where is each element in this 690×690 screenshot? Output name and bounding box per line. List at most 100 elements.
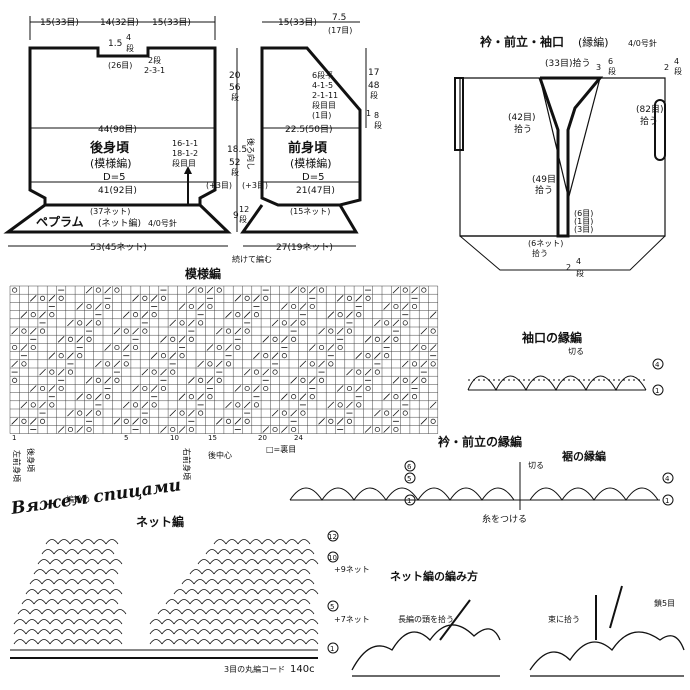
back-top-width-b: 14(32目) <box>100 17 139 28</box>
collar-back-neck: (33目)拾う <box>545 57 590 69</box>
back-neck-depth: 1.5 <box>108 39 122 49</box>
front-shoulder-width: 15(33目) <box>278 17 317 28</box>
front-neck-dec-c: 段目目 <box>312 100 336 110</box>
collar-pickup-front: (49目) <box>532 174 559 185</box>
net-howto: ネット編の編み方 長編の頭を拾う 束に拾う 鎖5目 <box>351 569 685 677</box>
net-row5: 5 <box>330 603 334 611</box>
collar-side-rows-unit: 段 <box>674 66 682 76</box>
collar-bottom-rows-unit: 段 <box>576 268 584 278</box>
back-body-rows: 52 <box>229 158 240 168</box>
back-title: 後身頃 <box>90 140 130 156</box>
net-arcs <box>13 539 319 645</box>
back-neck-rows: 4 <box>126 33 131 42</box>
back-stitch: (模様編) <box>90 156 132 170</box>
collar-pickup-net-b: 拾う <box>532 248 548 258</box>
net-cord-length: 140c <box>290 664 315 675</box>
collar-rows-top-unit: 段 <box>608 66 616 76</box>
col-num-24: 24 <box>294 434 303 442</box>
col-num-20: 20 <box>258 434 267 442</box>
collar-edge-row5: 5 <box>407 475 411 483</box>
collar-edge-row6: 6 <box>407 463 412 471</box>
back-body-height: 18.5 <box>227 145 247 155</box>
front-peplum-outline <box>240 204 359 234</box>
back-side-dec-a: 16-1-1 <box>172 139 198 148</box>
back-peplum-rows: 12 <box>239 205 249 214</box>
net-howto-title: ネット編の編み方 <box>390 569 478 583</box>
collar-band <box>538 76 604 238</box>
back-neck-rows-unit: 段 <box>126 43 134 53</box>
front-continue-note: 続けて編む <box>232 254 272 264</box>
collar-side-rows: 2 <box>664 63 669 72</box>
back-chest-width: 44(98目) <box>98 124 137 135</box>
front-armhole-rows: 48 <box>368 81 380 91</box>
collar-side-rows-n: 4 <box>674 57 679 66</box>
sleeve-row4: 4 <box>655 361 660 369</box>
pattern-legend: □=裏目 <box>266 444 296 454</box>
col-num-5: 5 <box>124 434 128 442</box>
sleeve-row1: 1 <box>655 387 659 395</box>
collar-title: 衿・前立・袖口 <box>480 34 564 49</box>
back-neck-center: (26目) <box>108 61 132 70</box>
front-side-small-rows: 8 <box>374 111 379 120</box>
collar-pickup-collar: (42目) <box>508 112 535 123</box>
col-num-10: 10 <box>170 434 179 442</box>
collar-bottom-rows: 2 <box>566 263 571 272</box>
front-armhole-height: 17 <box>368 68 379 78</box>
back-neck-shaping-a: 2段 <box>148 55 161 65</box>
net-plus7: +7ネット <box>334 615 370 624</box>
back-outline <box>28 46 217 207</box>
front-title: 前身頃 <box>288 140 328 156</box>
back-armhole-rows: 56 <box>229 83 241 93</box>
back-hem-width: 41(92目) <box>98 185 137 196</box>
front-side-small-unit: 段 <box>374 120 382 130</box>
col-num-1: 1 <box>12 434 16 442</box>
net-howto-note-b: 束に拾う <box>548 614 580 624</box>
back-bottom-width: 53(45ネット) <box>90 242 147 253</box>
front-gauge: D=5 <box>302 172 324 183</box>
front-neck-dec-a: 4-1-5 <box>312 81 333 90</box>
back-peplum-outline <box>3 203 232 234</box>
pattern-back-center: 後中心 <box>208 450 232 460</box>
front-armhole-rows-unit: 段 <box>370 90 378 100</box>
collar-edge-chart: 衿・前立の縁編 裾の縁編 切る 6 5 1 4 1 糸をつける <box>289 434 674 525</box>
front-neck-dec-d: (1目) <box>312 111 331 120</box>
collar-pickup-right: (82目) <box>636 104 663 115</box>
back-top-width-c: 15(33目) <box>152 17 191 28</box>
pattern-start-note: 編始め <box>66 494 90 504</box>
peplum-title: ペプラム <box>36 214 84 229</box>
collar-rows-top: 3 <box>596 63 601 72</box>
net-row12: 12 <box>328 533 337 541</box>
collar-edge-title: 衿・前立の縁編 <box>438 434 522 449</box>
front-hem-width: 21(47目) <box>296 185 335 196</box>
collar-rows-top-n: 6 <box>608 57 613 66</box>
net-howto-note-a: 長編の頭を拾う <box>398 614 454 624</box>
pattern-chart-title: 模様編 <box>185 266 221 281</box>
back-top-width-a: 15(33目) <box>40 17 79 28</box>
collar-bottom-rows-n: 4 <box>576 257 581 266</box>
front-stitch: (模様編) <box>290 156 332 170</box>
back-peplum-net: (37ネット) <box>90 207 130 216</box>
watermark: Вяжем спицами <box>9 475 182 519</box>
collar-needle: 4/0号針 <box>628 38 657 48</box>
front-neck-dec-head: 6段平 <box>312 70 333 80</box>
back-peplum-height: 9 <box>233 211 239 221</box>
front-reverse-note: 後ろ向し <box>246 138 256 170</box>
collar-small-b: (1目) <box>574 217 593 226</box>
pattern-chart: 模様編 1 5 10 15 20 24 □=裏目 左前身頃 後身頃 後中心 右前… <box>9 266 439 504</box>
front-neck-dec-b: 2-1-11 <box>312 91 338 100</box>
sleeve-cut: 切る <box>568 347 584 356</box>
back-plus-left: (+3目) <box>206 181 232 190</box>
collar-diagram: 衿・前立・袖口 (縁編) 4/0号針 (33目)拾う 3 6 段 2 4 段 (… <box>454 34 682 278</box>
collar-edge-row1: 1 <box>407 497 411 505</box>
collar-pickup-right-b: 拾う <box>640 115 658 127</box>
net-row10: 10 <box>328 554 337 562</box>
hem-edge-row4: 4 <box>665 475 670 483</box>
hem-edge-row1: 1 <box>665 497 669 505</box>
pattern-grid <box>9 285 439 434</box>
net-cord: 3目の丸編コード <box>224 664 285 674</box>
pattern-left-front-end: 左前身頃 <box>12 450 22 482</box>
peplum-stitch: (ネット編) <box>98 217 141 229</box>
collar-pickup-front-b: 拾う <box>535 184 553 196</box>
net-chart: ネット編 12 10 +9ネット 5 +7ネット 1 3目の丸編コード 140c <box>10 514 370 675</box>
